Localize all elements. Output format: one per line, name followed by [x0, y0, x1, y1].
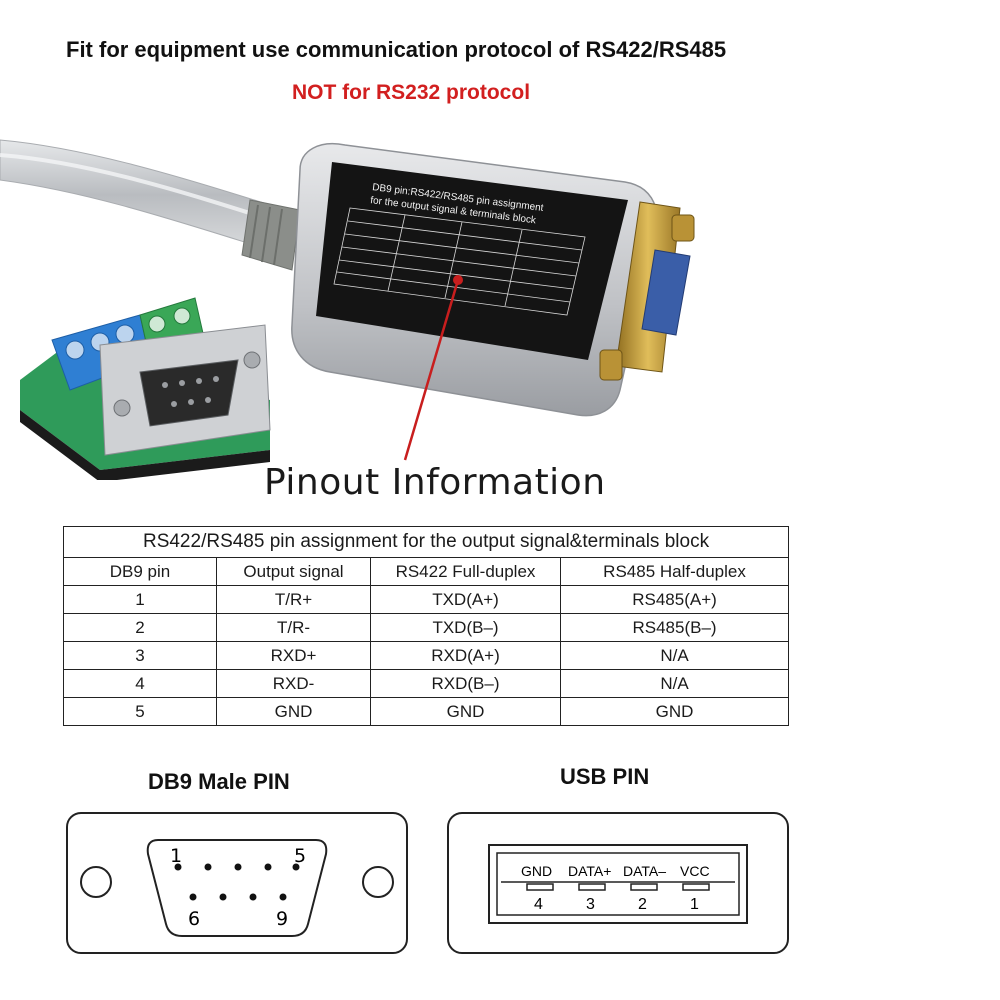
cell-rs485: RS485(A+) [559, 585, 790, 614]
usb-pin-2: 2 [638, 896, 647, 913]
table-header-row: DB9 pin Output signal RS422 Full-duplex … [63, 557, 790, 586]
usb-signal-data-minus: DATA– [623, 863, 666, 879]
cell-output-signal: T/R+ [216, 585, 371, 614]
table-row: 5 GND GND GND [63, 697, 790, 726]
db9-mount-hole-left [80, 866, 112, 898]
usb-cable [0, 139, 301, 271]
table-row: 3 RXD+ RXD(A+) N/A [63, 641, 790, 670]
label-plate-grid [333, 207, 586, 316]
usb-signal-data-plus: DATA+ [568, 863, 611, 879]
db9-pin-6-label: 6 [188, 908, 200, 930]
header-db9-pin: DB9 pin [63, 557, 217, 586]
cell-rs485: GND [559, 697, 790, 726]
db9-shell [146, 839, 328, 937]
cell-db9-pin: 1 [63, 585, 217, 614]
header-rs485: RS485 Half-duplex [559, 557, 790, 586]
cell-db9-pin: 5 [63, 697, 217, 726]
cell-output-signal: RXD- [216, 669, 371, 698]
usb-signal-gnd: GND [521, 863, 552, 879]
db9-male-connector [599, 201, 695, 381]
cell-rs422: TXD(B–) [370, 613, 561, 642]
cell-rs422: GND [370, 697, 561, 726]
db9-diagram: 1 5 6 9 [66, 812, 408, 954]
terminal-block [20, 297, 271, 480]
cell-rs422: TXD(A+) [370, 585, 561, 614]
red-arrow [403, 275, 463, 461]
db9-pins [174, 863, 300, 901]
cell-rs485: RS485(B–) [559, 613, 790, 642]
headline: Fit for equipment use communication prot… [66, 37, 727, 62]
pin-assignment-table: RS422/RS485 pin assignment for the outpu… [62, 526, 790, 726]
cell-db9-pin: 3 [63, 641, 217, 670]
cell-db9-pin: 2 [63, 613, 217, 642]
usb-pin-4: 4 [534, 896, 543, 913]
db9-pin-5-label: 5 [294, 845, 306, 867]
usb-contacts [526, 883, 710, 891]
usb-signal-vcc: VCC [680, 863, 710, 879]
cell-output-signal: T/R- [216, 613, 371, 642]
db9-mount-hole-right [362, 866, 394, 898]
db9-pin-9-label: 9 [276, 908, 288, 930]
cell-db9-pin: 4 [63, 669, 217, 698]
table-row: 2 T/R- TXD(B–) RS485(B–) [63, 613, 790, 642]
table-caption: RS422/RS485 pin assignment for the outpu… [62, 526, 790, 558]
pinout-title: Pinout Information [264, 462, 606, 503]
cell-rs422: RXD(A+) [370, 641, 561, 670]
cell-rs485: N/A [559, 669, 790, 698]
usb-title: USB PIN [560, 764, 650, 789]
table-row: 4 RXD- RXD(B–) N/A [63, 669, 790, 698]
db9-pin-1-label: 1 [170, 845, 182, 867]
db9-title: DB9 Male PIN [148, 769, 290, 794]
adapter-illustration: DB9 pin:RS422/RS485 pin assignment for t… [0, 139, 695, 480]
rs232-warning: NOT for RS232 protocol [292, 81, 531, 104]
cell-output-signal: GND [216, 697, 371, 726]
usb-pin-3: 3 [586, 896, 595, 913]
cell-rs422: RXD(B–) [370, 669, 561, 698]
cell-output-signal: RXD+ [216, 641, 371, 670]
table-row: 1 T/R+ TXD(A+) RS485(A+) [63, 585, 790, 614]
cell-rs485: N/A [559, 641, 790, 670]
usb-pin-1: 1 [690, 896, 699, 913]
header-output-signal: Output signal [216, 557, 371, 586]
usb-diagram: GND DATA+ DATA– VCC 4 3 2 1 [447, 812, 789, 954]
header-rs422: RS422 Full-duplex [370, 557, 561, 586]
